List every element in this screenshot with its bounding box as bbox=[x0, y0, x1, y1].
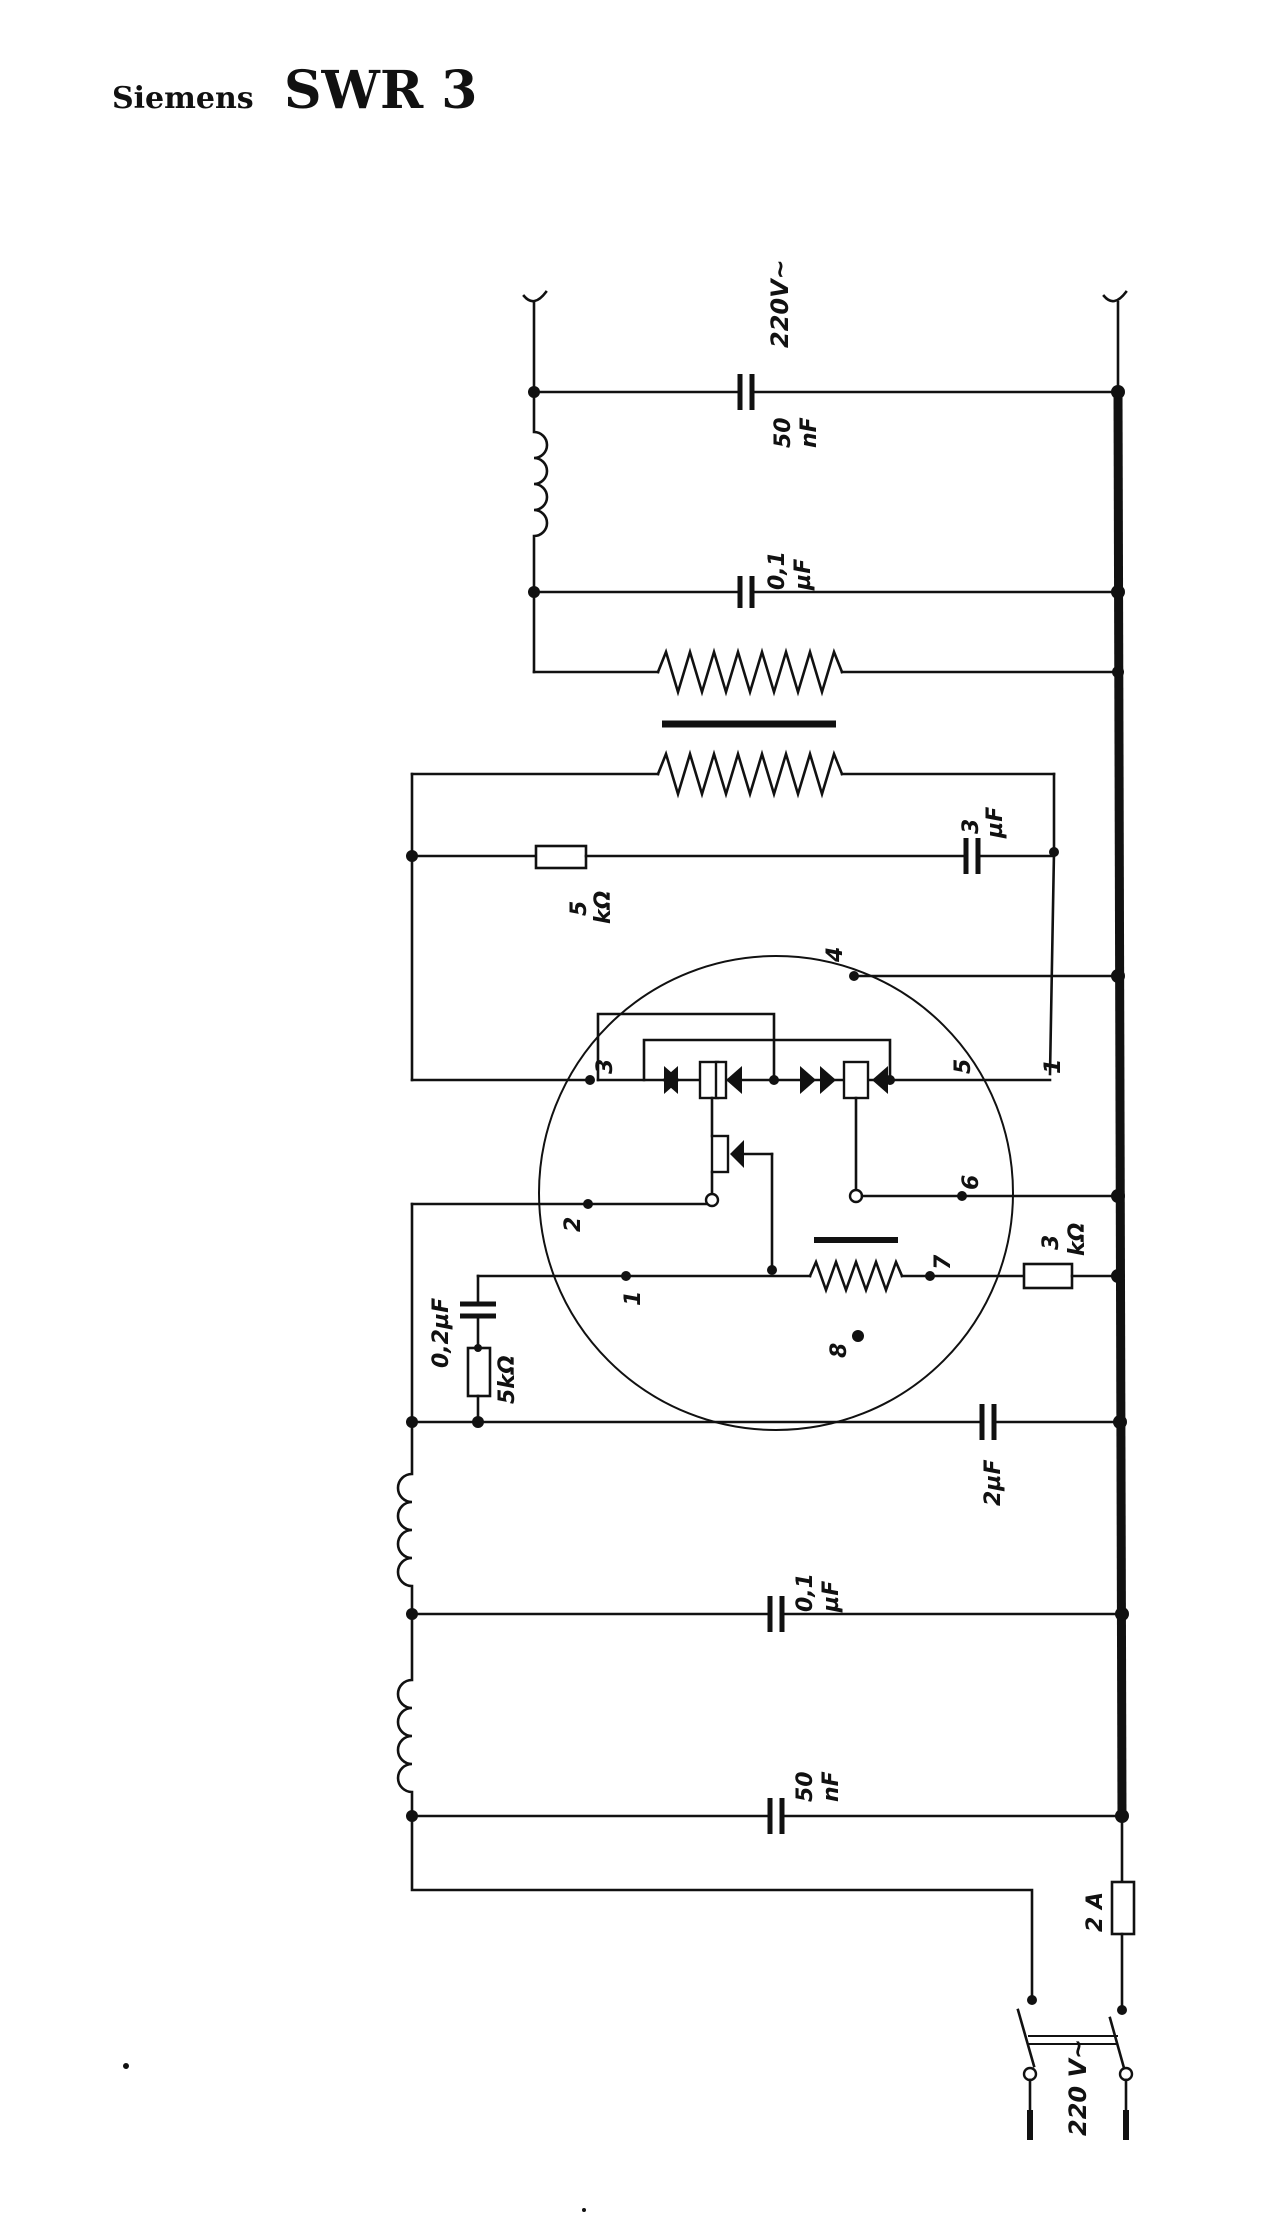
res-5k-left-label: 5kΩ bbox=[495, 1355, 520, 1404]
capacitor-01uf-bottom bbox=[410, 1596, 1124, 1632]
fuse-2a bbox=[1110, 1880, 1136, 2012]
resistor-5k-top bbox=[410, 844, 966, 870]
svg-text:1: 1 bbox=[1041, 1059, 1066, 1074]
model-title: SWR 3 bbox=[284, 60, 477, 121]
mains-label-top: 220V~ bbox=[766, 259, 794, 348]
rectifier-cell-right bbox=[800, 1060, 888, 1100]
svg-text:0,1µF: 0,1µF bbox=[765, 551, 816, 591]
svg-text:50nF: 50nF bbox=[771, 417, 822, 448]
choke-bottom bbox=[396, 1612, 414, 1818]
svg-text:0,1µF: 0,1µF bbox=[793, 1573, 844, 1613]
fuse-label: 2 A bbox=[1083, 1892, 1108, 1932]
svg-text:6: 6 bbox=[959, 1175, 984, 1190]
capacitor-3uf bbox=[963, 838, 1056, 874]
svg-text:5kΩ: 5kΩ bbox=[567, 891, 616, 924]
ground-bus bbox=[1113, 391, 1127, 1821]
svg-text:5: 5 bbox=[951, 1059, 976, 1074]
svg-text:3µF: 3µF bbox=[959, 807, 1008, 839]
choke-middle bbox=[396, 1420, 414, 1616]
svg-text:3kΩ: 3kΩ bbox=[1039, 1223, 1090, 1256]
svg-text:7: 7 bbox=[931, 1254, 956, 1270]
svg-text:1: 1 bbox=[621, 1291, 646, 1306]
capacitor-50nf-bottom bbox=[410, 1798, 1124, 1834]
capacitor-2uf bbox=[410, 1404, 1122, 1440]
svg-text:8: 8 bbox=[827, 1343, 852, 1358]
svg-text:50nF: 50nF bbox=[793, 1771, 844, 1802]
transformer bbox=[410, 590, 1120, 799]
resistor-3k bbox=[1022, 1262, 1120, 1290]
mains-label-bottom: 220 V~ bbox=[1064, 2039, 1092, 2136]
capacitor-01uf-top bbox=[532, 576, 1120, 608]
rectifier-envelope bbox=[538, 955, 1014, 1431]
svg-text:2: 2 bbox=[561, 1217, 586, 1232]
choke-top bbox=[532, 390, 549, 594]
output-terminal-right bbox=[1102, 290, 1128, 303]
rectifier-cell-left bbox=[662, 1060, 742, 1100]
cap-02uf-label: 0,2µF bbox=[429, 1298, 454, 1368]
cap-2uf-label: 2µF bbox=[981, 1459, 1006, 1506]
output-terminal-left bbox=[522, 290, 548, 303]
capacitor-50nf-top bbox=[532, 374, 1120, 410]
choke-internal bbox=[808, 1237, 1026, 1294]
rectifier-cell-center bbox=[704, 1096, 774, 1272]
brand-title: Siemens bbox=[112, 81, 254, 116]
svg-text:4: 4 bbox=[823, 947, 848, 963]
